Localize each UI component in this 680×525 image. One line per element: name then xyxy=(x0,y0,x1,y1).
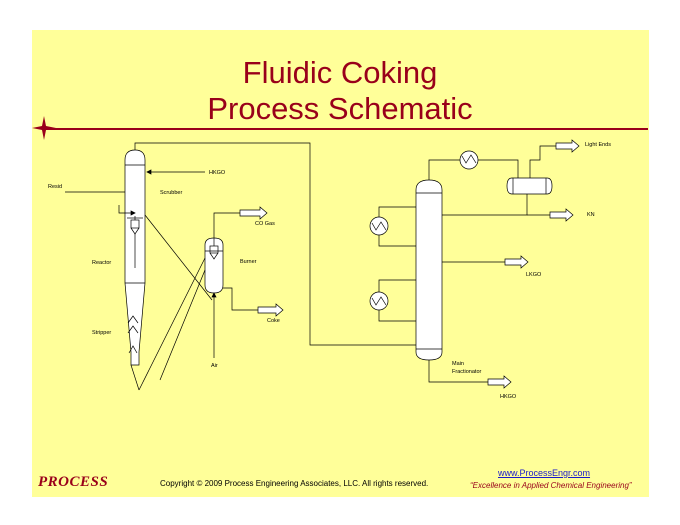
air-label: Air xyxy=(211,363,218,369)
title-rule xyxy=(43,128,648,130)
main-fractionator-label-line2: Fractionator xyxy=(452,369,482,375)
co-gas-arrow-icon xyxy=(239,206,268,220)
process-piping xyxy=(65,142,556,391)
lkgo-label: LKGO xyxy=(526,272,542,278)
reflux-drum xyxy=(506,177,553,195)
hkgo-arrow-icon xyxy=(487,375,512,389)
burner-vessel xyxy=(204,237,224,294)
burner-label: Burner xyxy=(240,259,257,265)
reactor-label: Reactor xyxy=(92,260,111,266)
kn-label: KN xyxy=(587,212,595,218)
title-line-2: Process Schematic xyxy=(207,91,473,126)
main-fractionator-column xyxy=(415,179,443,361)
condenser-exchanger xyxy=(459,150,479,170)
pumparound-exchanger-lower xyxy=(369,291,389,311)
scrubber-label: Scrubber xyxy=(160,190,182,196)
hkgo-feed-label: HKGO xyxy=(209,170,226,176)
main-fractionator-label-line1: Main xyxy=(452,361,464,367)
light-ends-arrow-icon xyxy=(555,139,580,153)
coke-arrow-icon xyxy=(257,303,284,317)
stripper-label: Stripper xyxy=(92,330,111,336)
light-ends-label: Light Ends xyxy=(585,142,611,148)
copyright-text: Copyright © 2009 Process Engineering Ass… xyxy=(160,479,429,488)
hkgo-product-label: HKGO xyxy=(500,394,517,400)
product-arrows xyxy=(239,139,580,389)
process-logo: PROCESS xyxy=(38,474,109,490)
pumparound-exchanger-upper xyxy=(369,216,389,236)
star-ornament-icon xyxy=(32,116,56,140)
coke-label: Coke xyxy=(267,318,280,324)
lkgo-arrow-icon xyxy=(504,255,529,269)
tagline-text: “Excellence in Applied Chemical Engineer… xyxy=(470,481,632,490)
kn-arrow-icon xyxy=(549,208,574,222)
reactor-vessel xyxy=(124,149,146,366)
title-line-1: Fluidic Coking xyxy=(242,55,438,90)
website-link[interactable]: www.ProcessEngr.com xyxy=(498,468,591,478)
resid-label: Resid xyxy=(48,184,62,190)
co-gas-label: CO Gas xyxy=(255,221,275,227)
